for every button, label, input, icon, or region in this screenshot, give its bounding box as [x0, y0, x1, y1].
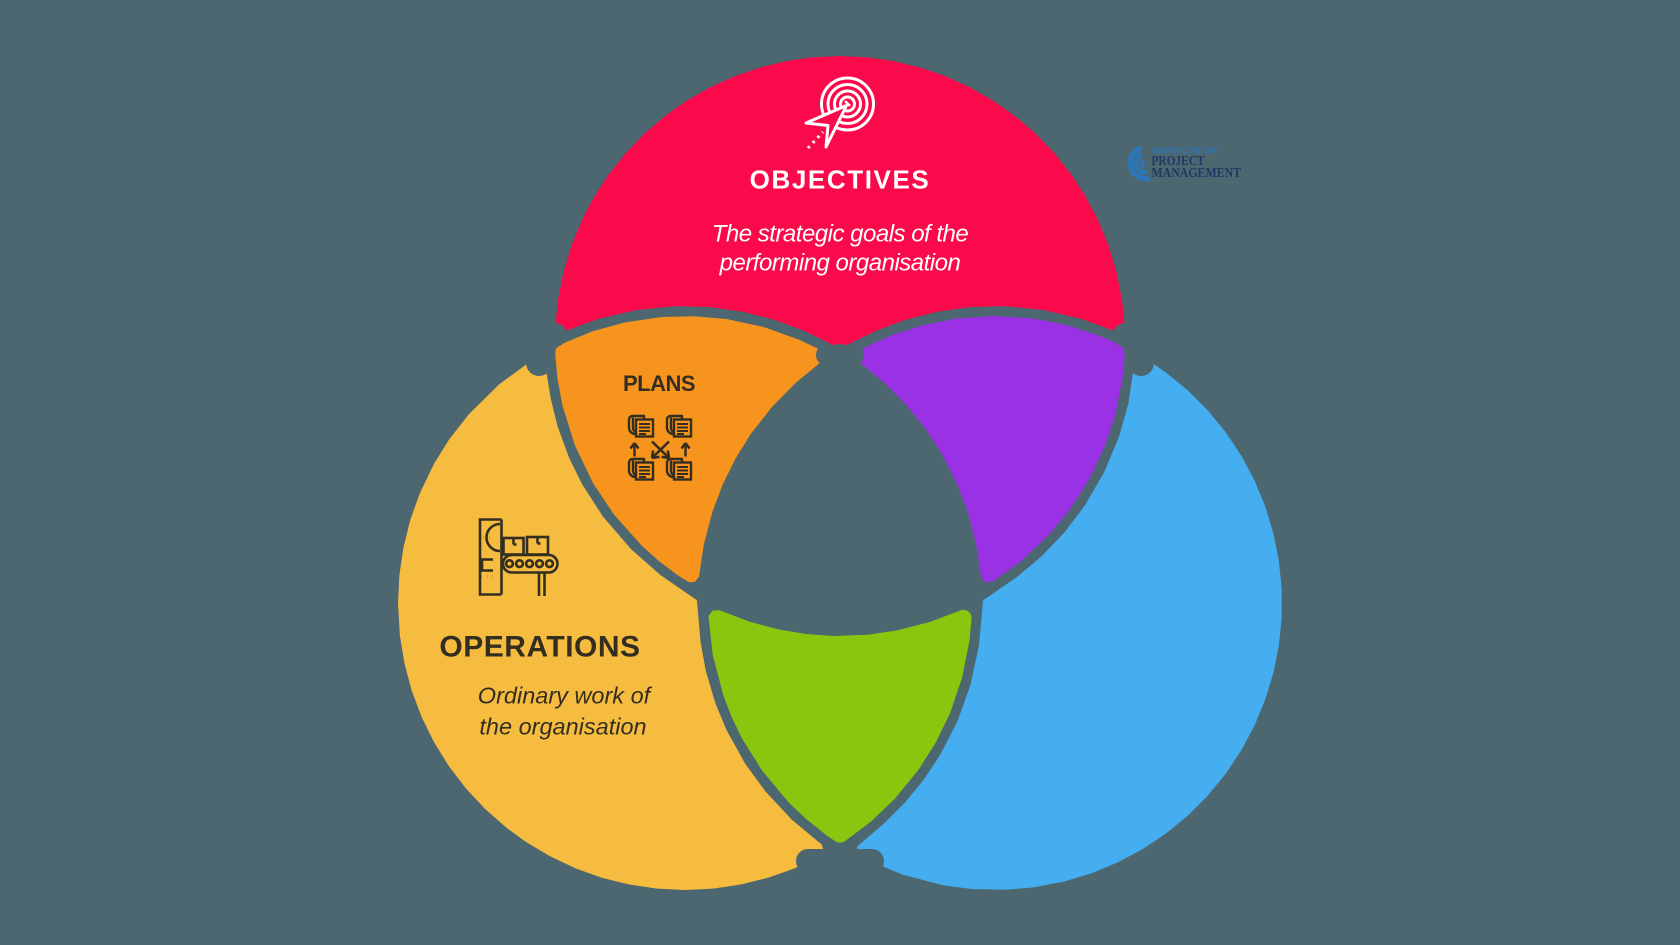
svg-text:Ordinary work of: Ordinary work of [478, 683, 653, 709]
svg-text:MANAGEMENT: MANAGEMENT [1152, 165, 1242, 180]
svg-text:PROJECT: PROJECT [1152, 153, 1205, 168]
svg-text:The strategic goals of the: The strategic goals of the [712, 221, 969, 248]
svg-text:INSTITUTE OF: INSTITUTE OF [1152, 146, 1218, 155]
svg-text:the organisation: the organisation [479, 714, 646, 740]
svg-text:OPERATIONS: OPERATIONS [439, 631, 640, 664]
svg-text:performing organisation: performing organisation [719, 250, 961, 277]
svg-text:PLANS: PLANS [623, 371, 695, 396]
svg-text:OBJECTIVES: OBJECTIVES [750, 165, 931, 195]
